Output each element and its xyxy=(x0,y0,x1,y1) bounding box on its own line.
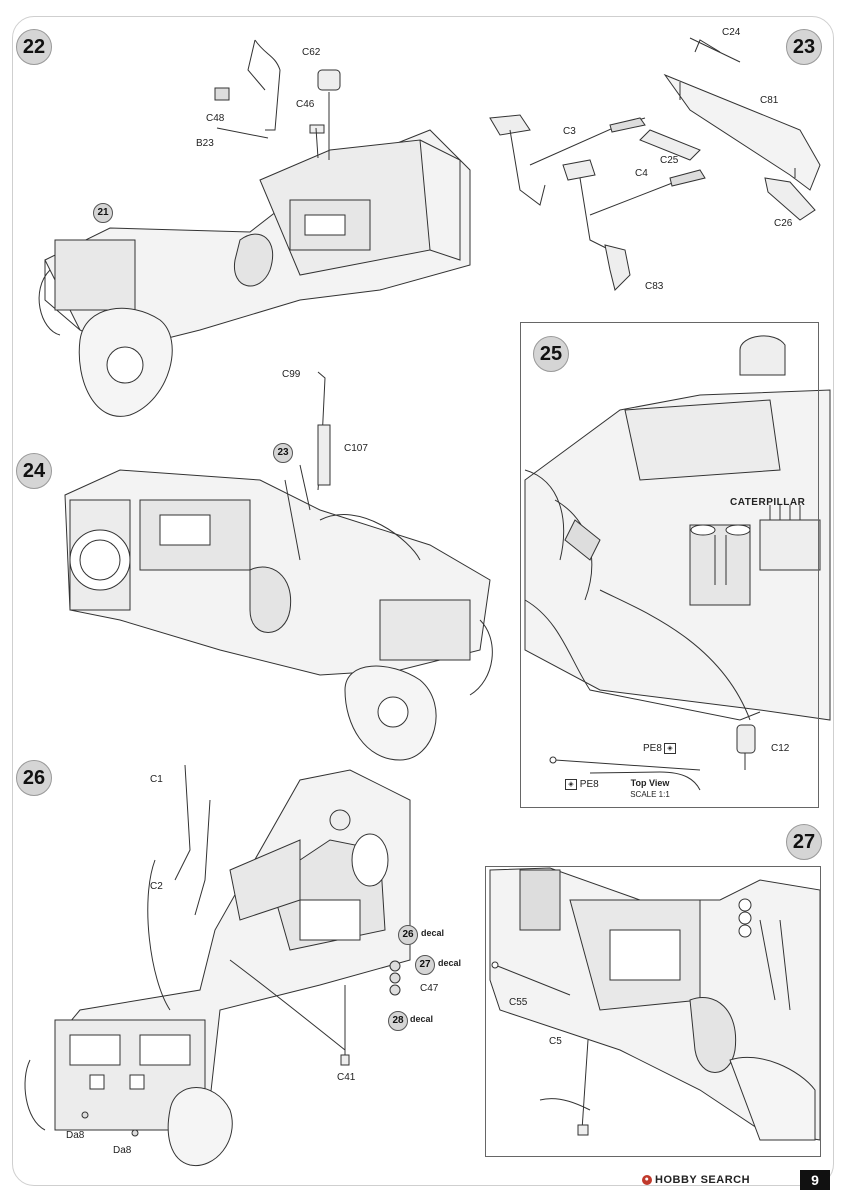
page-frame xyxy=(12,16,834,1186)
decal-27-badge: 27 xyxy=(415,955,435,975)
label-c3: C3 xyxy=(563,126,576,137)
decal-28-badge: 28 xyxy=(388,1011,408,1031)
watermark-logo: ●HOBBY SEARCH xyxy=(642,1174,750,1186)
label-pe8b-text: PE8 xyxy=(579,779,599,791)
label-c48: C48 xyxy=(206,113,225,124)
watermark-icon: ● xyxy=(642,1175,652,1186)
label-c107: C107 xyxy=(344,443,368,454)
step-26-badge: 26 xyxy=(16,760,52,796)
step25-drawing xyxy=(524,335,831,791)
step27-box xyxy=(485,866,821,1157)
label-c24: C24 xyxy=(722,27,741,38)
label-c81: C81 xyxy=(760,95,779,106)
top-view-scale: SCALE 1:1 xyxy=(630,790,670,799)
step22-drawing xyxy=(38,39,471,417)
label-c5: C5 xyxy=(549,1036,562,1047)
label-c47: C47 xyxy=(420,983,439,994)
photo-etch-icon: ◈ xyxy=(565,779,577,790)
label-c62: C62 xyxy=(302,47,321,58)
step23-drawing xyxy=(489,37,821,291)
step-22-badge: 22 xyxy=(16,29,52,65)
label-c83: C83 xyxy=(645,281,664,292)
step-27-badge: 27 xyxy=(786,824,822,860)
label-c12: C12 xyxy=(771,743,790,754)
step-24-badge: 24 xyxy=(16,453,52,489)
step-23-badge: 23 xyxy=(786,29,822,65)
label-b23: B23 xyxy=(196,138,214,149)
watermark-text: HOBBY SEARCH xyxy=(655,1174,751,1186)
label-pe8-top-view: ◈ PE8 xyxy=(563,779,599,790)
step27-drawing xyxy=(489,867,821,1141)
label-c55: C55 xyxy=(509,997,528,1008)
label-c26: C26 xyxy=(774,218,793,229)
label-da8-b: Da8 xyxy=(113,1145,132,1156)
label-c99: C99 xyxy=(282,369,301,380)
label-c46: C46 xyxy=(296,99,315,110)
label-c41: C41 xyxy=(337,1072,356,1083)
label-pe8-text: PE8 xyxy=(643,743,662,755)
step26-drawing xyxy=(24,764,411,1166)
label-c2: C2 xyxy=(150,881,163,892)
step22-ref-21: 21 xyxy=(93,203,113,223)
page-number: 9 xyxy=(800,1170,830,1190)
step25-box xyxy=(520,322,819,808)
step-25-badge: 25 xyxy=(533,336,569,372)
label-da8-a: Da8 xyxy=(66,1130,85,1141)
decal-27-label: decal xyxy=(438,958,462,968)
photo-etch-icon: ◈ xyxy=(663,743,676,754)
label-c4: C4 xyxy=(635,168,648,179)
engine-brand-text: CATERPILLAR xyxy=(730,497,806,508)
decal-28-label: decal xyxy=(410,1014,434,1024)
decal-26-label: decal xyxy=(421,928,445,938)
top-view-title: Top View xyxy=(630,778,670,788)
step24-drawing xyxy=(64,371,493,761)
label-c25: C25 xyxy=(660,155,679,166)
step24-ref-23: 23 xyxy=(273,443,293,463)
label-pe8: PE8◈ xyxy=(643,743,676,754)
decal-26-badge: 26 xyxy=(398,925,418,945)
label-c1: C1 xyxy=(150,774,163,785)
top-view-caption: Top View SCALE 1:1 xyxy=(620,778,680,800)
